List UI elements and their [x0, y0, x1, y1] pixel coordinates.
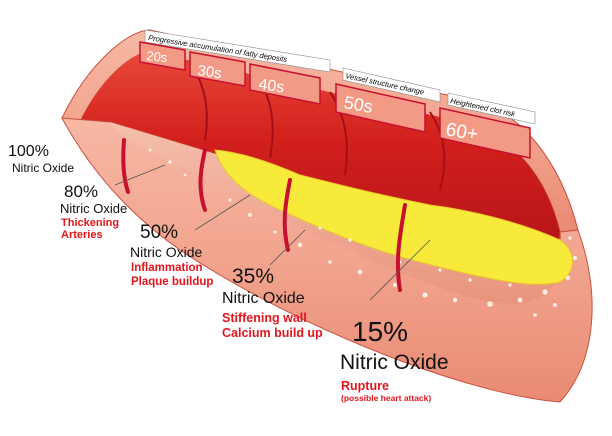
- stage-2-effect-1: Thickening: [61, 217, 120, 229]
- stage-5-effect-1: Rupture: [341, 379, 389, 393]
- age-panel-30s: [189, 51, 246, 87]
- artery-lumen: [80, 52, 560, 253]
- stage-5-percent: 15%: [352, 316, 409, 347]
- age-label-50s: 50s: [342, 92, 374, 117]
- age-panels: 20s 30s 40s 50s 60+: [139, 41, 531, 159]
- stage-4-effect-2: Calcium build up: [222, 326, 323, 340]
- age-panel-60plus: [439, 107, 531, 159]
- stage-3-effect-2: Plaque buildup: [131, 276, 214, 288]
- stage-5-nitric-oxide: Nitric Oxide: [340, 351, 449, 374]
- stage-5-note: (possible heart attack): [341, 393, 432, 403]
- stage-1-percent: 100%: [8, 143, 49, 160]
- stage-1-nitric-oxide: Nitric Oxide: [12, 161, 75, 175]
- age-label-40s: 40s: [257, 76, 285, 96]
- stage-4-effect-1: Stiffening wall: [222, 311, 307, 325]
- calcium-speckles: [148, 148, 577, 317]
- age-panel-20s: [139, 41, 186, 71]
- leader-lines: [114, 164, 431, 301]
- plaque-deposit: [214, 149, 573, 285]
- stage-2-percent: 80%: [64, 182, 99, 201]
- age-label-20s: 20s: [146, 48, 169, 65]
- age-label-30s: 30s: [196, 62, 222, 82]
- segment-dividers: [121, 138, 407, 292]
- stage-2-effect-2: Arteries: [61, 229, 103, 241]
- stage-3-nitric-oxide: Nitric Oxide: [130, 244, 203, 260]
- stage-3-effect-1: Inflammation: [131, 262, 203, 274]
- age-panel-40s: [249, 63, 321, 105]
- stage-4-percent: 35%: [232, 265, 275, 288]
- stage-3-percent: 50%: [140, 222, 179, 243]
- stage-2-nitric-oxide: Nitric Oxide: [60, 201, 128, 216]
- artery-front-wall: [61, 117, 593, 403]
- age-panel-50s: [335, 83, 426, 133]
- stage-4-nitric-oxide: Nitric Oxide: [222, 290, 305, 307]
